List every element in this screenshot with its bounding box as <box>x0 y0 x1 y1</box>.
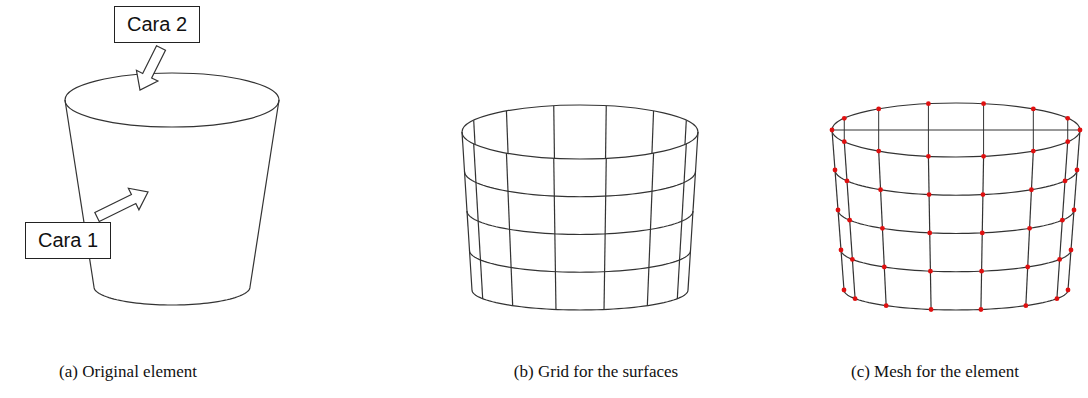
grid-column-back <box>506 111 512 274</box>
grid-row <box>470 251 691 273</box>
pointer-arrow <box>95 188 148 221</box>
mesh-node <box>981 101 986 106</box>
mesh-node <box>876 106 881 111</box>
mesh-node <box>845 179 850 184</box>
mesh-node <box>876 149 881 154</box>
element-b <box>462 105 698 310</box>
top-face <box>832 103 1080 157</box>
top-mesh-line <box>1033 109 1034 151</box>
grid-column-back <box>604 106 606 271</box>
top-mesh-line <box>983 104 984 157</box>
mesh-node <box>882 265 887 270</box>
face-label: Cara 1 <box>38 229 98 251</box>
mesh-node <box>1031 106 1036 111</box>
bottom-face <box>472 290 688 310</box>
element-c <box>830 101 1083 312</box>
figure-caption: (a) Original element <box>59 362 197 382</box>
top-face <box>65 73 279 127</box>
mesh-node <box>1078 128 1083 133</box>
element-a <box>65 73 279 305</box>
mesh-node <box>981 154 986 159</box>
mesh-node <box>1029 187 1034 192</box>
top-mesh-line <box>844 118 845 141</box>
mesh-node <box>1066 288 1071 293</box>
mesh-node <box>847 218 852 223</box>
top-mesh-line <box>928 104 929 157</box>
grid-column <box>554 158 556 309</box>
figure-caption: (b) Grid for the surfaces <box>514 362 678 382</box>
grid-row <box>841 250 1071 272</box>
mesh-node <box>1057 257 1062 262</box>
mesh-node <box>1065 139 1070 144</box>
mesh-node <box>1075 168 1080 173</box>
mesh-node <box>926 101 931 106</box>
mesh-node <box>1025 265 1030 270</box>
mesh-node <box>979 269 984 274</box>
mesh-node <box>1063 179 1068 184</box>
mesh-node <box>842 139 847 144</box>
mesh-node <box>884 303 889 308</box>
mesh-node <box>1027 226 1032 231</box>
mesh-node <box>830 128 835 133</box>
grid-row <box>465 172 696 197</box>
grid-column <box>647 153 653 306</box>
top-mesh-line <box>878 109 879 151</box>
mesh-node <box>833 168 838 173</box>
grid-column <box>1026 151 1033 306</box>
top-face <box>462 105 698 159</box>
side-edge <box>250 100 279 287</box>
grid-column-back <box>554 106 556 271</box>
label-box: Cara 1 <box>25 222 111 259</box>
mesh-node <box>1069 248 1074 253</box>
grid-column <box>474 144 483 299</box>
grid-column <box>1057 142 1068 299</box>
top-mesh-line <box>832 130 1080 131</box>
grid-row <box>467 211 693 235</box>
side-edge <box>832 130 844 290</box>
grid-column-back <box>677 120 686 281</box>
grid-row <box>838 210 1074 234</box>
bottom-face <box>94 287 250 305</box>
grid-column <box>677 144 686 299</box>
figure-caption: (c) Mesh for the element <box>851 362 1019 382</box>
grid-row <box>835 170 1077 195</box>
top-mesh-line <box>1067 118 1068 141</box>
mesh-node <box>1072 208 1077 213</box>
mesh-node <box>850 257 855 262</box>
mesh-node <box>839 248 844 253</box>
mesh-node <box>927 231 932 236</box>
pointer-arrow <box>136 46 165 90</box>
grid-column-back <box>474 120 483 281</box>
back-grid <box>474 106 687 282</box>
mesh-node <box>1055 296 1060 301</box>
grid-column <box>604 158 606 309</box>
grid-column-back <box>647 111 653 274</box>
mesh-node <box>926 154 931 159</box>
bottom-face <box>844 290 1068 310</box>
mesh-node <box>1031 149 1036 154</box>
mesh-node <box>1065 116 1070 121</box>
mesh-node <box>927 192 932 197</box>
mesh-node <box>878 187 883 192</box>
mesh-node <box>842 116 847 121</box>
mesh-node <box>836 208 841 213</box>
mesh-node <box>853 296 858 301</box>
grid-column <box>844 142 855 299</box>
mesh-node <box>1023 303 1028 308</box>
mesh-node <box>929 307 934 312</box>
label-box: Cara 2 <box>114 6 200 43</box>
mesh-node <box>980 231 985 236</box>
mesh-node <box>928 269 933 274</box>
mesh-node <box>981 192 986 197</box>
mesh-node <box>979 307 984 312</box>
grid-column <box>879 151 886 306</box>
face-label: Cara 2 <box>127 13 187 35</box>
side-edge <box>1068 130 1080 290</box>
mesh-node <box>1060 218 1065 223</box>
grid-column <box>506 153 512 306</box>
mesh-node <box>842 288 847 293</box>
mesh-node <box>880 226 885 231</box>
